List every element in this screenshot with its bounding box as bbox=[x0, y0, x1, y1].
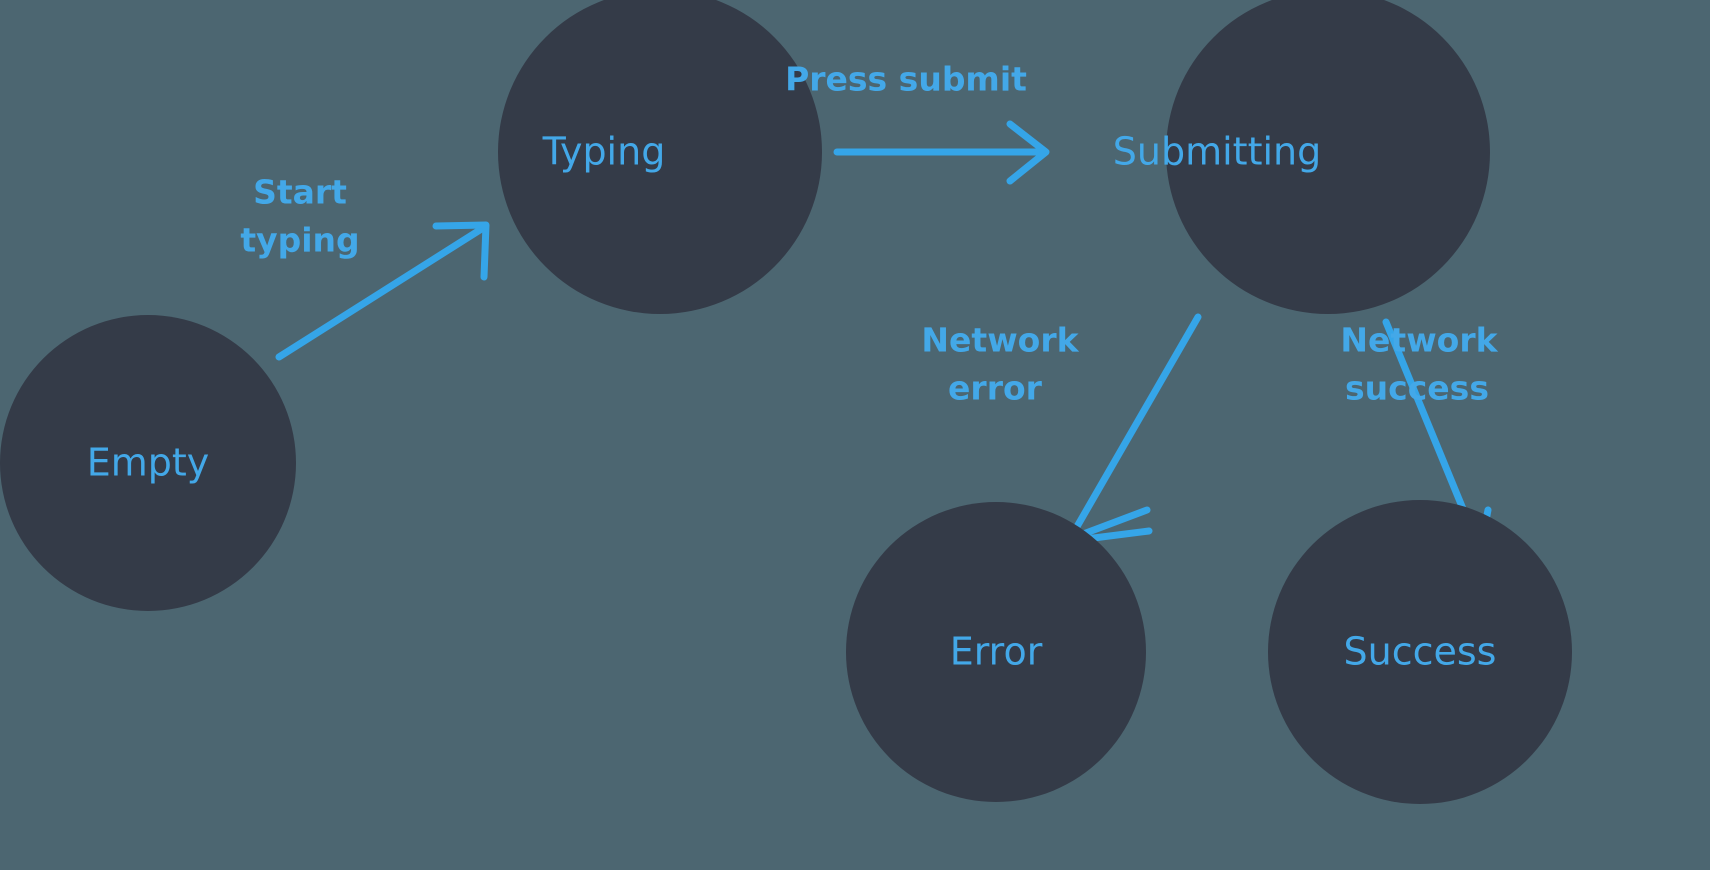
edge-label-press-submit-line1: Press submit bbox=[785, 60, 1027, 99]
edge-empty-to-typing-line bbox=[275, 224, 487, 361]
edge-label-network-success: Network success bbox=[1340, 321, 1498, 408]
edge-label-network-error-line1: Network bbox=[921, 321, 1079, 360]
edge-label-network-error-line2: error bbox=[948, 369, 1043, 408]
node-error[interactable]: Error bbox=[846, 502, 1146, 802]
node-typing-label: Typing bbox=[542, 130, 666, 174]
node-submitting[interactable]: Submitting bbox=[1113, 0, 1490, 314]
edge-empty-to-typing bbox=[275, 221, 490, 361]
node-typing[interactable]: Typing bbox=[498, 0, 822, 314]
edge-submitting-to-error-line bbox=[1067, 313, 1202, 541]
edge-submitting-to-error bbox=[1058, 313, 1202, 546]
node-success-label: Success bbox=[1344, 630, 1497, 674]
edge-typing-to-submitting-arrowhead bbox=[1006, 120, 1050, 185]
node-error-circle[interactable] bbox=[846, 502, 1146, 802]
node-empty[interactable]: Empty bbox=[0, 315, 296, 611]
node-submitting-circle[interactable] bbox=[1166, 0, 1490, 314]
edge-label-start-typing: Start typing bbox=[240, 173, 359, 260]
edge-label-start-typing-line2: typing bbox=[240, 221, 359, 260]
edge-label-network-success-line2: success bbox=[1345, 369, 1489, 408]
node-typing-circle[interactable] bbox=[498, 0, 822, 314]
edge-label-network-error: Network error bbox=[921, 321, 1079, 408]
node-empty-label: Empty bbox=[87, 441, 210, 485]
edge-typing-to-submitting bbox=[833, 120, 1050, 185]
edge-empty-to-typing-arrowhead bbox=[432, 221, 490, 281]
edge-label-start-typing-line1: Start bbox=[253, 173, 347, 212]
node-success-circle[interactable] bbox=[1268, 500, 1572, 804]
node-error-label: Error bbox=[950, 630, 1043, 674]
node-empty-circle[interactable] bbox=[0, 315, 296, 611]
edge-label-press-submit: Press submit bbox=[785, 60, 1027, 99]
edge-label-network-success-line1: Network bbox=[1340, 321, 1498, 360]
edge-submitting-to-success-line bbox=[1382, 318, 1479, 542]
node-submitting-label: Submitting bbox=[1113, 130, 1321, 174]
node-success[interactable]: Success bbox=[1268, 500, 1572, 804]
